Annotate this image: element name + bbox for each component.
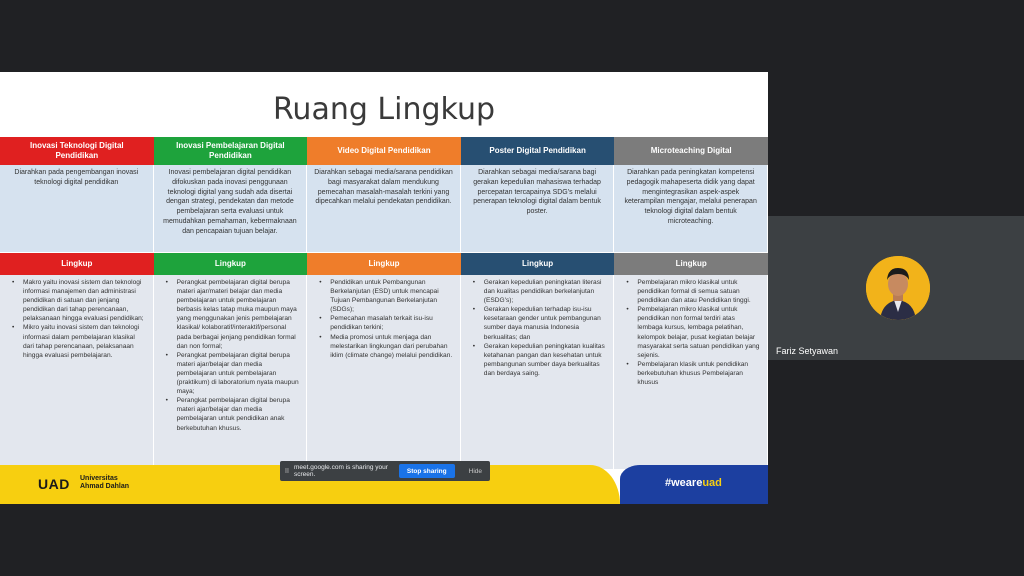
person-photo-icon [866,256,930,320]
list-item: Pemecahan masalah terkait isu-isu pendid… [315,314,454,332]
column-description: Diarahkan pada pengembangan inovasi tekn… [0,165,154,252]
scope-list: Makro yaitu inovasi sistem dan teknologi… [0,275,154,469]
lingkup-header: Lingkup [460,253,615,275]
column-header: Microteaching Digital [614,137,768,165]
university-name: Universitas Ahmad Dahlan [80,475,129,491]
column-description: Diarahkan sebagai media/sarana pendidika… [307,165,461,252]
column-header: Video Digital Pendidikan [307,137,461,165]
scope-table: Inovasi Teknologi Digital Pendidikan Ino… [0,137,768,469]
hashtag-prefix: #weare [665,477,703,489]
list-item: Pembelajaran klasik untuk pendidikan ber… [622,360,761,387]
list-item: Perangkat pembelajaran digital berupa ma… [162,351,301,396]
lingkup-header: Lingkup [0,253,154,275]
list-item: Gerakan kepedulian peningkatan kualitas … [469,342,608,378]
list-item: Pembelajaran mikro klasikal untuk pendid… [622,278,761,305]
sub-header-cell: Lingkup [0,253,154,275]
scope-list: Pendidikan untuk Pembangunan Berkelanjut… [307,275,461,469]
list-item: Perangkat pembelajaran digital berupa ma… [162,396,301,432]
sub-header-cell: Lingkup [153,253,308,275]
stop-sharing-button[interactable]: Stop sharing [398,464,455,478]
column-description: Inovasi pembelajaran digital pendidikan … [153,165,308,252]
list-item: Gerakan kepedulian terhadap isu-isu kese… [469,305,608,341]
list-item: Gerakan kepedulian peningkatan literasi … [469,278,608,305]
column-header: Inovasi Teknologi Digital Pendidikan [0,137,154,165]
presentation-slide: Ruang Lingkup Inovasi Teknologi Digital … [0,72,768,504]
sub-header-cell: Lingkup [614,253,768,275]
list-item: Mikro yaitu inovasi sistem dan teknologi… [8,323,147,359]
sub-header-cell: Lingkup [460,253,615,275]
column-description: Diarahkan sebagai media/sarana bagi gera… [460,165,615,252]
list-item: Perangkat pembelajaran digital berupa ma… [162,278,301,351]
footer-blue-band [620,465,768,504]
hide-button[interactable]: Hide [468,467,482,475]
list-item: Pendidikan untuk Pembangunan Berkelanjut… [315,278,454,314]
column-header: Poster Digital Pendidikan [460,137,615,165]
scope-list: Gerakan kepedulian peningkatan literasi … [460,275,615,469]
description-text: Diarahkan pada peningkatan kompetensi pe… [624,169,757,225]
screen-share-bar: II meet.google.com is sharing your scree… [280,461,490,481]
slide-title: Ruang Lingkup [272,92,496,127]
participant-avatar [866,256,930,320]
sub-header-cell: Lingkup [307,253,461,275]
column-header: Inovasi Pembelajaran Digital Pendidikan [153,137,308,165]
university-name-line1: Universitas [80,475,118,482]
hashtag-suffix: uad [702,477,722,489]
share-message: meet.google.com is sharing your screen. [294,464,388,478]
participant-name: Fariz Setyawan [776,346,839,356]
drag-handle-icon[interactable]: II [285,467,289,475]
uad-logo: UAD [38,476,70,492]
lingkup-header: Lingkup [153,253,308,275]
scope-list: Pembelajaran mikro klasikal untuk pendid… [614,275,768,469]
lingkup-header: Lingkup [307,253,461,275]
scope-list: Perangkat pembelajaran digital berupa ma… [153,275,308,469]
list-item: Media promosi untuk menjaga dan melestar… [315,333,454,360]
list-item: Makro yaitu inovasi sistem dan teknologi… [8,278,147,323]
hashtag: #weareuad [665,477,722,489]
lingkup-header: Lingkup [614,253,768,275]
university-name-line2: Ahmad Dahlan [80,483,130,491]
column-description: Diarahkan pada peningkatan kompetensi pe… [614,165,768,252]
list-item: Pembelajaran mikro klasikal untuk pendid… [622,305,761,360]
